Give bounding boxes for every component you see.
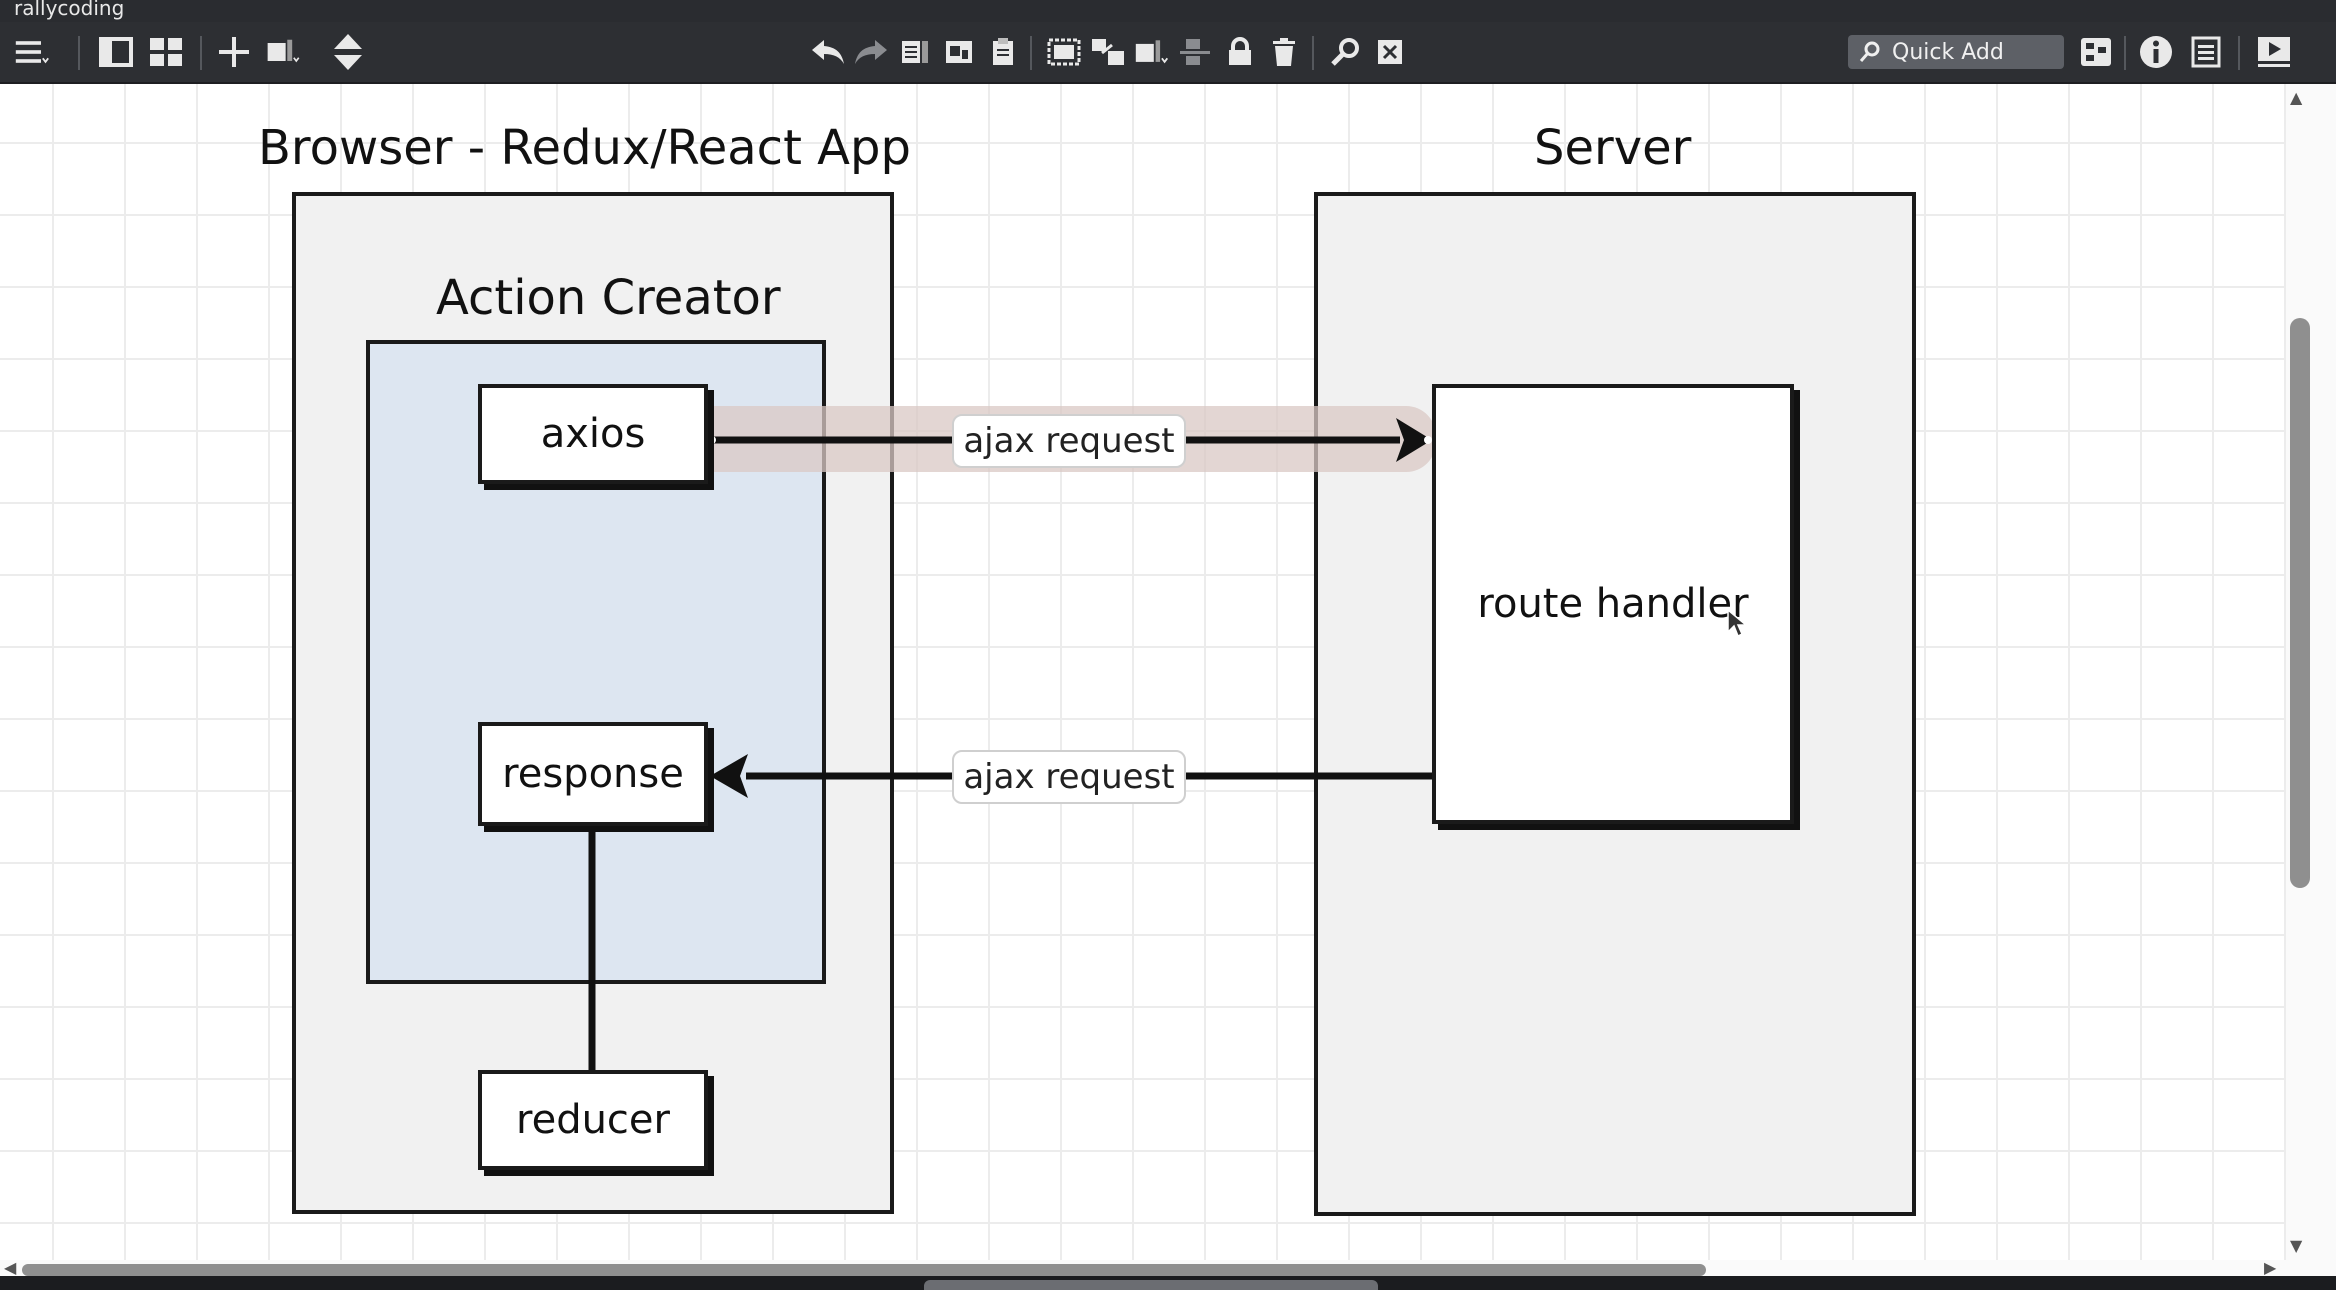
menu-icon[interactable] <box>14 34 50 70</box>
search-icon <box>1859 41 1880 62</box>
node-axios[interactable]: axios <box>478 384 708 484</box>
horizontal-scroll-thumb[interactable] <box>22 1264 1706 1276</box>
clear-icon[interactable] <box>1372 34 1408 70</box>
bottom-tab[interactable] <box>924 1280 1378 1290</box>
window-title-bar: rallycoding <box>0 0 2336 22</box>
align-icon[interactable] <box>1178 34 1214 70</box>
zoom-icon[interactable] <box>1328 34 1364 70</box>
toolbar-divider <box>1030 36 1032 70</box>
lock-icon[interactable] <box>1222 34 1258 70</box>
action-creator-title: Action Creator <box>436 270 781 326</box>
edge-handle[interactable] <box>1424 436 1432 444</box>
arrowhead-right <box>1396 418 1432 462</box>
node-response[interactable]: response <box>478 722 708 826</box>
toolbar-divider <box>78 36 80 70</box>
layer-icon[interactable] <box>1134 34 1170 70</box>
browser-title: Browser - Redux/React App <box>258 120 911 176</box>
present-icon[interactable] <box>2256 34 2292 70</box>
paste-icon[interactable] <box>985 34 1021 70</box>
scroll-down-arrow-icon[interactable]: ▼ <box>2290 1236 2303 1255</box>
undo-icon[interactable] <box>810 34 846 70</box>
copy-icon[interactable] <box>897 34 933 70</box>
vertical-scroll-thumb[interactable] <box>2290 318 2310 888</box>
edge-label-response[interactable]: ajax request <box>952 750 1186 804</box>
toolbar-divider <box>2238 36 2240 70</box>
duplicate-icon[interactable] <box>941 34 977 70</box>
edge-handle[interactable] <box>708 436 716 444</box>
node-route-handler[interactable]: route handler <box>1432 384 1794 824</box>
toolbar-divider <box>2124 36 2126 70</box>
node-reducer[interactable]: reducer <box>478 1070 708 1170</box>
scroll-right-arrow-icon[interactable]: ▶ <box>2264 1258 2277 1277</box>
toolbar-divider <box>200 36 202 70</box>
shape-style-icon[interactable] <box>266 34 302 70</box>
delete-icon[interactable] <box>1266 34 1302 70</box>
add-icon[interactable] <box>216 34 252 70</box>
toolbar: Quick Add <box>0 22 2336 84</box>
scroll-left-arrow-icon[interactable]: ◀ <box>4 1258 17 1277</box>
arrange-icon[interactable] <box>330 34 366 70</box>
quick-add-label: Quick Add <box>1892 39 2004 65</box>
info-icon[interactable] <box>2138 34 2174 70</box>
edge-label-request[interactable]: ajax request <box>952 414 1186 468</box>
diagram-edges <box>570 406 1436 1120</box>
arrowhead-left <box>710 754 748 798</box>
diagram-canvas[interactable]: Browser - Redux/React App Server Action … <box>0 84 2286 1260</box>
scroll-up-arrow-icon[interactable]: ▲ <box>2290 88 2303 107</box>
hierarchy-icon[interactable] <box>2078 34 2114 70</box>
mouse-cursor-icon <box>1727 608 1748 638</box>
single-view-icon[interactable] <box>98 34 134 70</box>
quick-add-search[interactable]: Quick Add <box>1848 35 2064 69</box>
ungroup-icon[interactable] <box>1090 34 1126 70</box>
redo-icon[interactable] <box>853 34 889 70</box>
list-icon[interactable] <box>2188 34 2224 70</box>
toolbar-divider <box>1312 36 1314 70</box>
server-title: Server <box>1534 120 1692 176</box>
grid-view-icon[interactable] <box>148 34 184 70</box>
window-title: rallycoding <box>14 0 125 20</box>
group-icon[interactable] <box>1046 34 1082 70</box>
